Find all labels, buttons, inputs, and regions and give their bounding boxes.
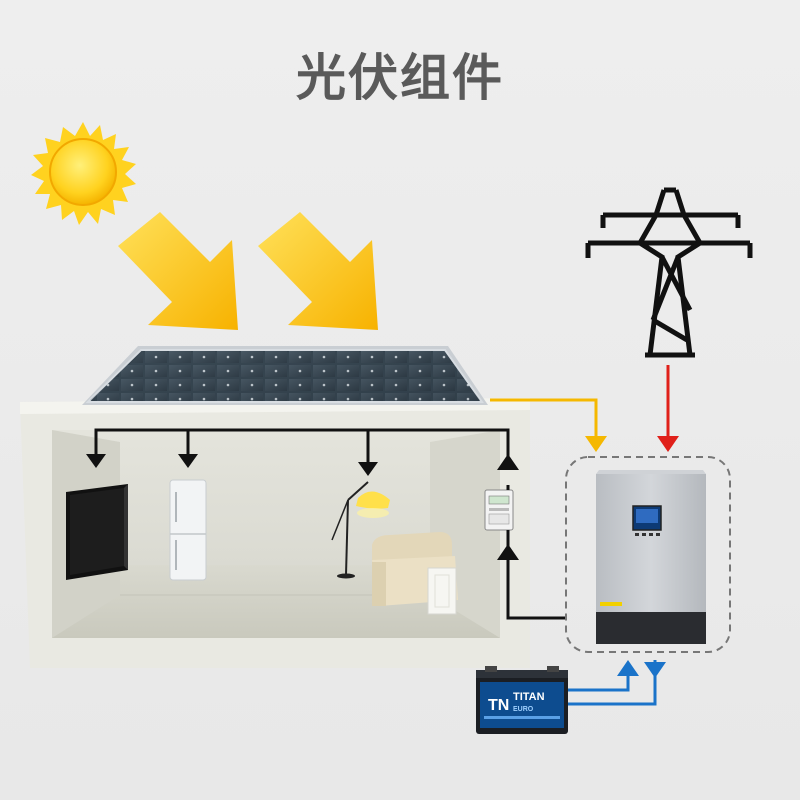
floor-lamp-icon bbox=[331, 481, 390, 579]
sun-icon bbox=[31, 122, 136, 225]
sunlight-arrow-right-icon bbox=[258, 212, 378, 330]
refrigerator-icon bbox=[169, 479, 207, 581]
electric-meter-icon bbox=[484, 489, 514, 531]
sunlight-arrow-left-icon bbox=[118, 212, 238, 330]
load-wiring bbox=[94, 428, 566, 620]
battery-wiring bbox=[568, 660, 657, 706]
battery: TN TITAN EURO bbox=[476, 666, 568, 734]
load-arrow-icons bbox=[86, 454, 519, 560]
battery-brand: TITAN bbox=[513, 691, 545, 703]
tv-icon bbox=[66, 484, 128, 580]
battery-arrow-icons bbox=[617, 660, 666, 678]
battery-subbrand: EURO bbox=[513, 706, 534, 713]
grid-wiring bbox=[657, 365, 679, 452]
solar-panel bbox=[82, 346, 488, 405]
battery-brand-mark: TN bbox=[488, 697, 509, 714]
power-pylon-icon bbox=[585, 187, 753, 358]
sofa-icon bbox=[372, 532, 458, 615]
diagram-title: 光伏组件 bbox=[296, 49, 504, 107]
inverter bbox=[565, 456, 731, 653]
pv-wiring bbox=[490, 398, 607, 452]
